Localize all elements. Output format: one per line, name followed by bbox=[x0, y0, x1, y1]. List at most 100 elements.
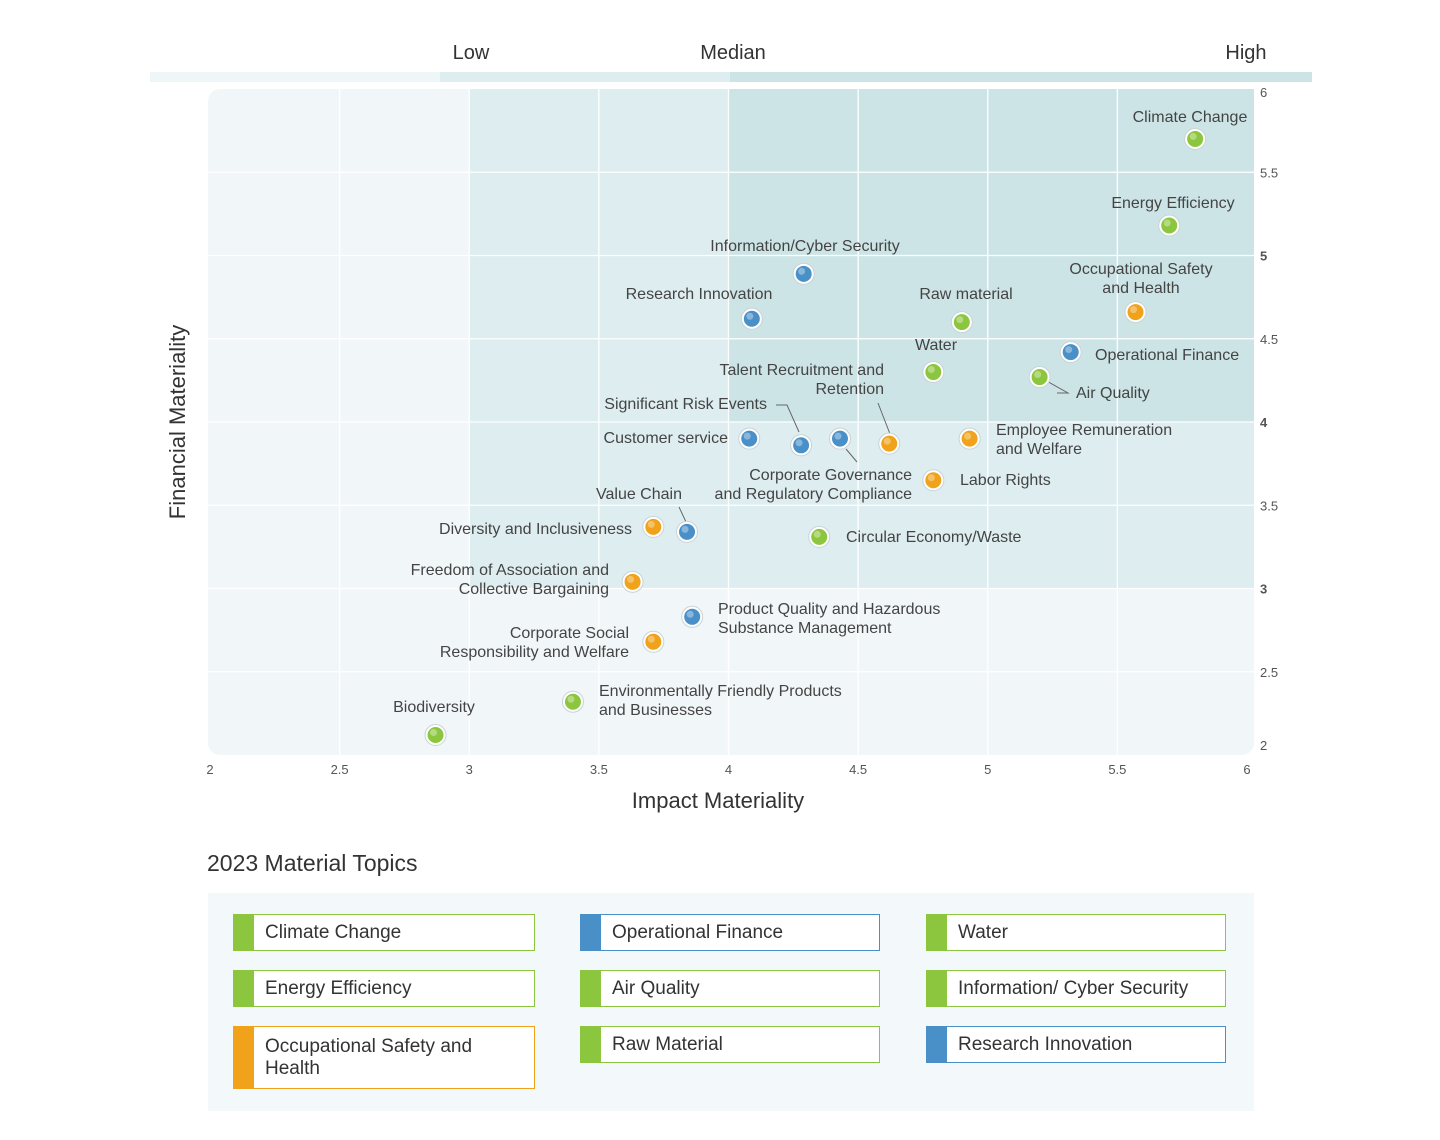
data-point bbox=[738, 427, 761, 450]
legend-item: Energy Efficiency bbox=[233, 970, 535, 1007]
y-tick-label: 5.5 bbox=[1260, 165, 1278, 180]
legend-item: Research Innovation bbox=[926, 1026, 1226, 1063]
data-point bbox=[828, 427, 851, 450]
point-label: Circular Economy/Waste bbox=[846, 529, 1022, 546]
y-tick-label: 2 bbox=[1260, 738, 1267, 753]
leader-line bbox=[678, 506, 687, 523]
data-point bbox=[950, 311, 973, 334]
legend-swatch bbox=[581, 1027, 601, 1062]
legend-title: 2023 Material Topics bbox=[207, 850, 418, 876]
legend-item: Climate Change bbox=[233, 914, 535, 951]
data-point bbox=[1124, 301, 1147, 324]
legend-label: Information/ Cyber Security bbox=[958, 977, 1189, 999]
point-label: Water bbox=[915, 337, 958, 354]
legend-label: Raw Material bbox=[612, 1033, 723, 1055]
legend-swatch bbox=[234, 915, 254, 950]
point-label: Biodiversity bbox=[393, 699, 475, 716]
materiality-chart: Low Median High 2 2.5 3 3.5 4 4.5 5 5.5 6 2 2.5 3 3… bbox=[150, 42, 1312, 813]
data-point bbox=[790, 434, 813, 457]
legend-label: Air Quality bbox=[612, 977, 700, 999]
legend-swatch bbox=[581, 971, 601, 1006]
data-point bbox=[922, 361, 945, 384]
data-point bbox=[878, 432, 901, 455]
legend-label: Energy Efficiency bbox=[265, 977, 412, 999]
x-tick-label: 2.5 bbox=[331, 762, 349, 777]
y-tick-label: 3.5 bbox=[1260, 498, 1278, 513]
legend-label: Research Innovation bbox=[958, 1033, 1133, 1055]
legend-swatch bbox=[581, 915, 601, 950]
legend-item: Water bbox=[926, 914, 1226, 951]
legend-item: Occupational Safety and Health bbox=[233, 1026, 535, 1089]
legend-swatch bbox=[927, 1027, 947, 1062]
data-point bbox=[676, 520, 699, 543]
legend-label: Climate Change bbox=[265, 921, 402, 943]
legend-item: Air Quality bbox=[580, 970, 880, 1007]
data-point bbox=[1184, 127, 1207, 150]
x-tick-label: 5 bbox=[984, 762, 991, 777]
band-median-label: Median bbox=[700, 42, 766, 64]
point-label: Information/Cyber Security bbox=[710, 238, 899, 255]
legend-label: Water bbox=[958, 921, 1008, 943]
x-axis-title: Impact Materiality bbox=[632, 788, 804, 813]
point-label: Diversity and Inclusiveness bbox=[439, 521, 632, 538]
point-label: Operational Finance bbox=[1095, 347, 1239, 364]
point-label: Customer service bbox=[604, 430, 729, 447]
x-tick-label: 6 bbox=[1243, 762, 1250, 777]
data-point bbox=[1158, 214, 1181, 237]
y-axis-ticks: 22.533.544.555.56 bbox=[1260, 85, 1278, 753]
data-point bbox=[424, 724, 447, 747]
legend-swatch bbox=[234, 1027, 254, 1088]
data-points bbox=[424, 127, 1207, 747]
data-point bbox=[958, 427, 981, 450]
y-tick-label: 5 bbox=[1260, 249, 1267, 264]
y-tick-label: 6 bbox=[1260, 85, 1267, 100]
data-point bbox=[642, 515, 665, 538]
band-high-bar bbox=[730, 72, 1312, 82]
legend-item: Raw Material bbox=[580, 1026, 880, 1063]
data-point bbox=[740, 307, 763, 330]
band-median-bar bbox=[440, 72, 730, 82]
point-label: Significant Risk Events bbox=[604, 396, 767, 413]
x-tick-label: 2 bbox=[206, 762, 213, 777]
data-point bbox=[808, 525, 831, 548]
point-label: Climate Change bbox=[1133, 109, 1248, 126]
y-axis-title: Financial Materiality bbox=[165, 325, 190, 519]
band-high-label: High bbox=[1225, 42, 1266, 64]
y-tick-label: 4 bbox=[1260, 415, 1268, 430]
data-point bbox=[681, 605, 704, 628]
x-tick-label: 3.5 bbox=[590, 762, 608, 777]
y-tick-label: 2.5 bbox=[1260, 665, 1278, 680]
data-point bbox=[642, 630, 665, 653]
band-low-bar bbox=[150, 72, 440, 82]
data-point bbox=[1059, 341, 1082, 364]
data-point bbox=[561, 690, 584, 713]
legend-item: Operational Finance bbox=[580, 914, 880, 951]
band-low-label: Low bbox=[453, 42, 490, 64]
point-label: Labor Rights bbox=[960, 472, 1051, 489]
leader-line bbox=[877, 402, 891, 435]
data-point bbox=[621, 570, 644, 593]
y-tick-label: 3 bbox=[1260, 582, 1267, 597]
point-label: Air Quality bbox=[1076, 385, 1150, 402]
legend-swatch bbox=[927, 915, 947, 950]
x-tick-label: 4.5 bbox=[849, 762, 867, 777]
legend-label: Occupational Safety and Health bbox=[265, 1035, 473, 1079]
x-tick-label: 4 bbox=[725, 762, 732, 777]
point-label: Raw material bbox=[919, 286, 1012, 303]
data-point bbox=[1028, 366, 1051, 389]
legend-swatch bbox=[927, 971, 947, 1006]
point-label: Energy Efficiency bbox=[1111, 195, 1234, 212]
x-tick-label: 3 bbox=[466, 762, 473, 777]
point-label: Research Innovation bbox=[626, 286, 773, 303]
legend-label: Operational Finance bbox=[612, 921, 784, 943]
data-point bbox=[792, 262, 815, 285]
